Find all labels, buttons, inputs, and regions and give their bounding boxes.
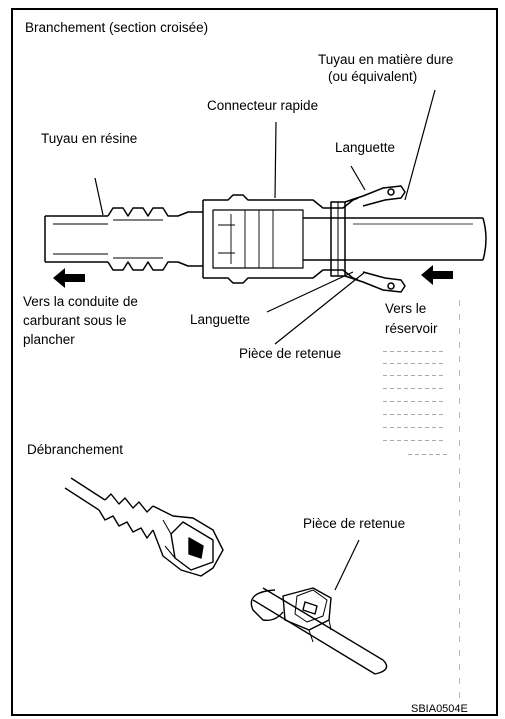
diagram-drawing bbox=[44, 89, 487, 675]
dashed-line bbox=[383, 440, 443, 441]
figure-code: SBIA0504E bbox=[411, 703, 468, 715]
arrow-right-icon bbox=[421, 265, 453, 285]
to-tank-label-sub: réservoir bbox=[385, 321, 438, 336]
to-fuel-line-label: Vers la conduite de carburant sous le pl… bbox=[23, 294, 138, 347]
hard-tube-label-sub: (ou équivalent) bbox=[328, 69, 418, 84]
quick-connector-label: Connecteur rapide bbox=[207, 98, 319, 113]
dashed-line bbox=[383, 351, 443, 352]
dashed-line bbox=[383, 401, 443, 402]
dashed-line bbox=[383, 427, 443, 428]
disconnect-title: Débranchement bbox=[27, 442, 124, 457]
dashed-line bbox=[408, 454, 448, 455]
arrow-left-icon bbox=[53, 268, 85, 288]
hard-tube-label: Tuyau en matière dure bbox=[318, 52, 454, 67]
diagram-frame: Branchement (section croisée) Tuyau en m… bbox=[11, 8, 498, 716]
dashed-line bbox=[383, 388, 443, 389]
dashed-line bbox=[383, 414, 443, 415]
dashed-line bbox=[459, 300, 460, 700]
cross-section-drawing bbox=[44, 89, 487, 345]
to-tank-label: Vers le bbox=[385, 301, 427, 316]
tab-label-bottom: Languette bbox=[190, 312, 251, 327]
tab-label-top: Languette bbox=[335, 140, 396, 155]
retainer-label-bottom: Pièce de retenue bbox=[303, 516, 406, 531]
retainer-label-top: Pièce de retenue bbox=[239, 346, 342, 361]
dashed-line bbox=[383, 375, 443, 376]
disconnection-drawing bbox=[64, 477, 388, 675]
section-title: Branchement (section croisée) bbox=[25, 20, 209, 35]
dashed-line bbox=[383, 363, 443, 364]
resin-tube-label: Tuyau en résine bbox=[41, 131, 138, 146]
